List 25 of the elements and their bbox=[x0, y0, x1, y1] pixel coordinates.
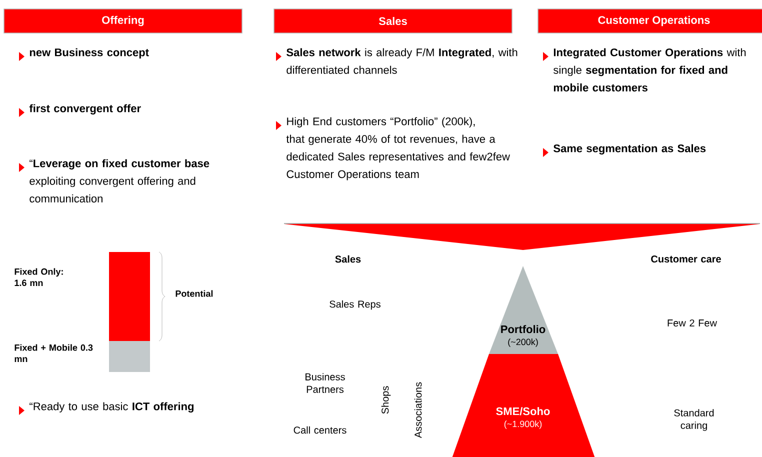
care-label: Few 2 Few bbox=[668, 319, 718, 327]
header-band: Sales bbox=[274, 8, 512, 34]
bar-label: Fixed Only: 1.6 mn bbox=[14, 268, 63, 286]
bullet-text: Integrated Customer Operations with single segmentation for fixed and mobile customers bbox=[554, 48, 746, 92]
bullet-text: new Business concept bbox=[30, 48, 149, 58]
column-heading: Customer care bbox=[651, 255, 721, 263]
bullet-text: Sales network is already F/M Integrated, with differentiated channels bbox=[286, 48, 518, 74]
channel-label: Sales Reps bbox=[330, 300, 380, 310]
column-heading: Sales bbox=[335, 255, 361, 263]
bullet-text: Same segmentation as Sales bbox=[554, 144, 706, 154]
pyramid-segment: Portfolio (~200k) bbox=[489, 266, 558, 354]
header-band: Customer Operations bbox=[538, 8, 762, 34]
care-label: Standard caring bbox=[674, 409, 714, 431]
channel-label: Business Partners bbox=[306, 373, 345, 393]
pyramid-segment: SME/Soho (~1.900k) bbox=[452, 354, 595, 457]
bullet-text: first convergent offer bbox=[29, 104, 141, 114]
bullet-text: “Ready to use basic ICT offering bbox=[30, 402, 194, 412]
channel-label: Associations bbox=[414, 382, 422, 438]
bullet-text: “Leverage on fixed customer base exploiting convergent offering and communication bbox=[30, 159, 210, 202]
channel-label: Call centers bbox=[294, 426, 346, 434]
channel-label: Shops bbox=[381, 386, 391, 414]
header-band: Offering bbox=[4, 8, 242, 34]
bullet-text: High End customers “Portfolio” (200k), that generate 40% of tot revenues, have a dedicated Sales representatives and few2few Customer Operations team bbox=[286, 117, 510, 180]
bar-label: Fixed + Mobile 0.3 mn bbox=[14, 344, 93, 362]
brace-label: Potential bbox=[176, 290, 213, 297]
